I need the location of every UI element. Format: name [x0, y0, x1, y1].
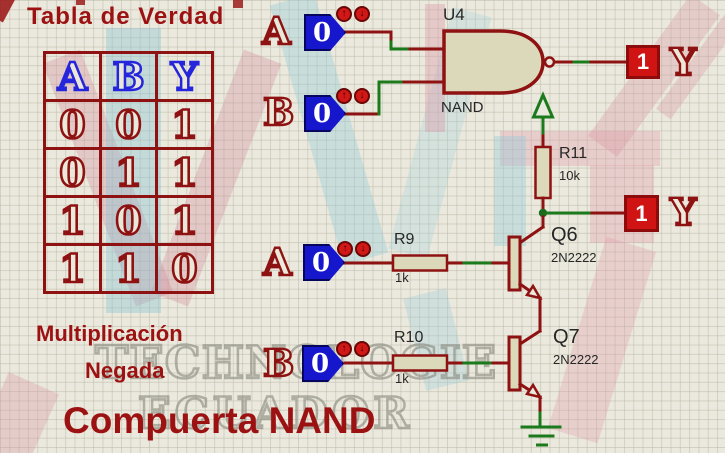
- transistor-q7-symbol: [507, 335, 543, 400]
- r9-ref-label: R9: [394, 231, 415, 248]
- up-arrow-icon: ↑: [341, 90, 347, 101]
- logic-state-value: 0: [311, 348, 330, 379]
- r9-value-label: 1k: [395, 270, 409, 285]
- resistor-r10-symbol: [391, 354, 449, 372]
- truth-table-cell: 1: [155, 195, 214, 246]
- truth-table-header: A: [43, 51, 102, 102]
- truth-table-header-row: A B Y: [43, 51, 214, 102]
- transistor-input-b-label: B: [262, 341, 296, 385]
- truth-table-row: 1 1 0: [43, 243, 214, 294]
- truth-table-cell: 0: [99, 195, 158, 246]
- transistor-q6-symbol: [507, 215, 546, 301]
- down-arrow-icon: ↓: [359, 8, 365, 19]
- toggle-up-button[interactable]: ↑: [336, 6, 352, 22]
- logic-indicator-gate-output: 1: [626, 45, 660, 79]
- q7-ref-label: Q7: [553, 326, 580, 348]
- truth-table-row: 0 0 1: [43, 99, 214, 150]
- truth-table-cell: 0: [99, 99, 158, 150]
- indicator-state-value: 1: [635, 200, 648, 226]
- up-arrow-icon: ↑: [342, 243, 348, 254]
- q6-ref-label: Q6: [551, 224, 578, 246]
- logic-state-value: 0: [313, 17, 332, 48]
- up-arrow-icon: ↑: [341, 8, 347, 19]
- truth-table-cell: 1: [43, 243, 102, 294]
- subtitle-line2: Negada: [85, 358, 165, 383]
- gate-input-a-label: A: [261, 9, 292, 53]
- logic-state-value: 0: [312, 247, 331, 278]
- truth-table-cell: 0: [43, 147, 102, 198]
- wire-q6-q7-link: [517, 296, 543, 347]
- emitter-arrow: [524, 283, 543, 300]
- q6-part-label: 2N2222: [551, 250, 597, 265]
- toggle-up-button[interactable]: ↑: [337, 241, 353, 257]
- subtitle-line1: Multiplicación: [36, 321, 183, 346]
- resistor-r11-symbol: [534, 145, 552, 211]
- r11-value-label: 10k: [559, 168, 580, 183]
- wire-gate-input-a: [343, 30, 446, 51]
- vcc-power-arrow: [531, 91, 555, 149]
- truth-table-cell: 0: [155, 243, 214, 294]
- r11-ref-label: R11: [559, 145, 588, 162]
- footer-title: Compuerta NAND: [63, 400, 376, 441]
- inversion-bubble: [543, 56, 556, 68]
- wire-junction-dot: [538, 208, 548, 218]
- truth-table-cell: 0: [43, 99, 102, 150]
- truth-table-row: 0 1 1: [43, 147, 214, 198]
- toggle-up-button[interactable]: ↑: [336, 88, 352, 104]
- gate-output-y-label: Y: [669, 40, 698, 84]
- gate-type-label: NAND: [441, 99, 484, 116]
- toggle-down-button[interactable]: ↓: [354, 6, 370, 22]
- emitter-arrow: [524, 382, 543, 399]
- toggle-up-button[interactable]: ↑: [336, 341, 352, 357]
- transistor-input-a-label: A: [262, 240, 293, 284]
- q7-part-label: 2N2222: [553, 352, 599, 367]
- gate-input-b-label: B: [262, 90, 296, 134]
- truth-table-row: 1 0 1: [43, 195, 214, 246]
- truth-table-cell: 1: [99, 243, 158, 294]
- page-title: Tabla de Verdad: [27, 3, 225, 30]
- truth-table-header: Y: [155, 51, 214, 102]
- logic-indicator-transistor-output: 1: [624, 195, 659, 232]
- ground-symbol: [520, 395, 562, 447]
- truth-table-header: B: [99, 51, 158, 102]
- toggle-down-button[interactable]: ↓: [354, 341, 370, 357]
- transistor-output-y-label: Y: [669, 190, 698, 234]
- truth-table-cell: 1: [43, 195, 102, 246]
- down-arrow-icon: ↓: [360, 243, 366, 254]
- toggle-down-button[interactable]: ↓: [354, 88, 370, 104]
- truth-table: A B Y 0 0 1 0 1 1 1 0 1 1 1 0: [43, 51, 214, 294]
- down-arrow-icon: ↓: [359, 343, 365, 354]
- r10-ref-label: R10: [394, 329, 424, 346]
- truth-table-cell: 1: [99, 147, 158, 198]
- truth-table-cell: 1: [155, 147, 214, 198]
- toggle-down-button[interactable]: ↓: [355, 241, 371, 257]
- nand-gate-symbol: [442, 29, 556, 95]
- resistor-r9-symbol: [391, 254, 449, 272]
- up-arrow-icon: ↑: [341, 343, 347, 354]
- truth-table-cell: 1: [155, 99, 214, 150]
- indicator-state-value: 1: [636, 49, 650, 74]
- gate-ref-label: U4: [443, 5, 465, 24]
- wire-gate-input-b: [343, 80, 446, 116]
- down-arrow-icon: ↓: [359, 90, 365, 101]
- logic-state-value: 0: [313, 98, 332, 129]
- r10-value-label: 1k: [395, 371, 409, 386]
